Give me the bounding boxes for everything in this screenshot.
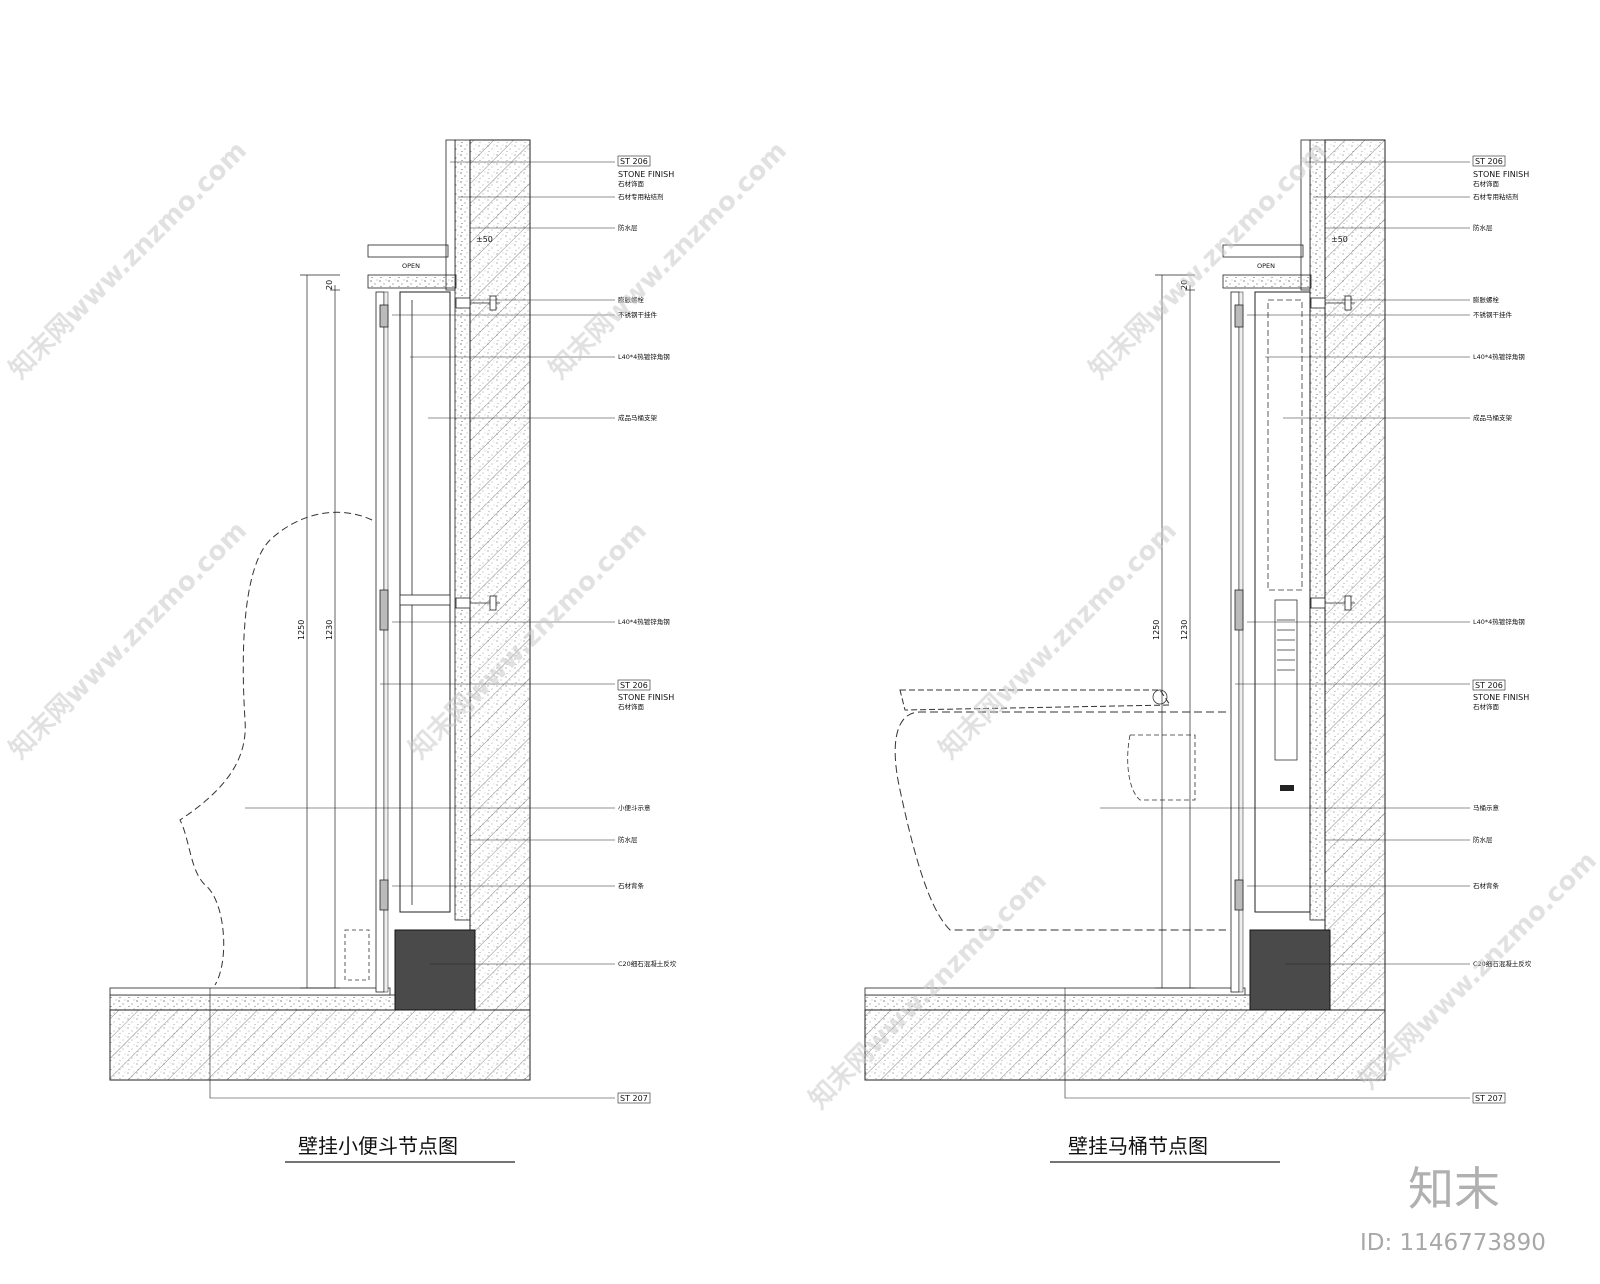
- tag-st207: ST 207: [1475, 1094, 1503, 1103]
- drawing-title: 壁挂马桶节点图: [1068, 1134, 1208, 1158]
- stone-finish-label: STONE FINISH: [618, 170, 674, 179]
- dimension-lines: [1155, 274, 1195, 989]
- dimension-lines: [300, 274, 340, 989]
- support-label: 成品马桶支架: [618, 413, 658, 422]
- fixture-label: 小便斗示意: [618, 803, 651, 812]
- cistern-frame: [1254, 291, 1311, 913]
- mid-stone-layer-label: 石材饰面: [1473, 702, 1500, 711]
- leader-lines: [209, 161, 615, 1099]
- watermark-text: 知末网www.znzmo.com: [1084, 136, 1333, 385]
- dim-top-gap: 20: [1180, 280, 1189, 290]
- dim-total: 1250: [297, 620, 306, 640]
- fixture-label: 马桶示意: [1473, 803, 1500, 812]
- plaster-layer: [454, 139, 471, 921]
- concrete-label: C20细石混凝土反坎: [1473, 959, 1532, 968]
- mid-stone-finish-label: STONE FINISH: [1473, 693, 1529, 702]
- steel-angle-1-label: L40*4热镀锌角钢: [1473, 352, 1525, 361]
- anchor-bolt: [455, 295, 500, 611]
- tag-st206-top: ST 206: [620, 157, 648, 166]
- waterproof-top-label: 防水层: [1473, 223, 1493, 232]
- top-cap: [1222, 274, 1312, 289]
- watermark-text: 知末网www.znzmo.com: [934, 516, 1183, 765]
- connector-label: 不锈钢干挂件: [1473, 310, 1513, 319]
- upper-stone-finish: [1300, 139, 1311, 291]
- dim-inner: 1230: [325, 620, 334, 640]
- urinal-detail: [109, 139, 615, 1099]
- dim-level: ±50: [476, 235, 493, 244]
- waterproof-bottom-label: 防水层: [618, 835, 638, 844]
- watermark-text: 知末网www.znzmo.com: [4, 136, 253, 385]
- dim-open: OPEN: [1257, 262, 1275, 270]
- support-label: 成品马桶支架: [1473, 413, 1513, 422]
- top-cap: [367, 274, 457, 289]
- stone-layer-label: 石材饰面: [618, 179, 645, 188]
- steel-angle-2-label: L40*4热镀锌角钢: [618, 617, 670, 626]
- brand-logo: 知末: [1408, 1162, 1500, 1216]
- toilet-detail: [864, 139, 1470, 1099]
- waterproof-top-label: 防水层: [618, 223, 638, 232]
- image-id: ID: 1146773890: [1360, 1230, 1546, 1256]
- stone-bracket: [379, 304, 389, 911]
- drawing-title: 壁挂小便斗节点图: [298, 1134, 458, 1158]
- adhesive-label: 石材专用粘结剂: [618, 192, 664, 201]
- connector-label: 不锈钢干挂件: [618, 310, 658, 319]
- open-box: [367, 244, 449, 258]
- dim-open: OPEN: [402, 262, 420, 270]
- floor-finish: [109, 987, 391, 996]
- bolt-label: 膨胀螺栓: [1473, 295, 1500, 304]
- urinal-outline: [179, 511, 373, 986]
- concrete-label: C20细石混凝土反坎: [618, 959, 677, 968]
- tag-st206-mid: ST 206: [1475, 681, 1503, 690]
- steel-angle-1-label: L40*4热镀锌角钢: [618, 352, 670, 361]
- watermark-text: 知末网www.znzmo.com: [4, 516, 253, 765]
- dim-top-gap: 20: [325, 280, 334, 290]
- dim-level: ±50: [1331, 235, 1348, 244]
- tag-st206-mid: ST 206: [620, 681, 648, 690]
- waterproof-bottom-label: 防水层: [1473, 835, 1493, 844]
- steel-angle-2-label: L40*4热镀锌角钢: [1473, 617, 1525, 626]
- mid-stone-finish-label: STONE FINISH: [618, 693, 674, 702]
- strip-label: 石材背条: [1473, 881, 1500, 890]
- strip-label: 石材背条: [618, 881, 645, 890]
- concrete-curb: [1249, 929, 1331, 1011]
- concrete-curb: [394, 929, 476, 1011]
- bolt-label: 膨胀螺栓: [618, 295, 645, 304]
- toilet-labels: ST 206 STONE FINISH 石材饰面 石材专用粘结剂 防水层 膨胀螺…: [1068, 155, 1532, 1158]
- tag-st207: ST 207: [620, 1094, 648, 1103]
- urinal-labels: ST 206 STONE FINISH 石材饰面 石材专用粘结剂 防水层 膨胀螺…: [297, 155, 677, 1158]
- mid-stone-layer-label: 石材饰面: [618, 702, 645, 711]
- open-box: [1222, 244, 1304, 258]
- stone-finish-label: STONE FINISH: [1473, 170, 1529, 179]
- floor-finish: [864, 987, 1246, 996]
- toilet-outline: [894, 711, 1226, 931]
- tag-st206-top: ST 206: [1475, 157, 1503, 166]
- upper-stone-finish: [445, 139, 456, 291]
- dim-total: 1250: [1152, 620, 1161, 640]
- adhesive-label: 石材专用粘结剂: [1473, 192, 1519, 201]
- stone-layer-label: 石材饰面: [1473, 179, 1500, 188]
- stone-bracket: [1234, 304, 1244, 911]
- toilet-seat: [899, 689, 1171, 711]
- leader-lines: [1064, 161, 1470, 1099]
- plaster-layer: [1309, 139, 1326, 921]
- floor-screed: [109, 994, 396, 1011]
- anchor-bolt: [1310, 295, 1355, 611]
- dim-inner: 1230: [1180, 620, 1189, 640]
